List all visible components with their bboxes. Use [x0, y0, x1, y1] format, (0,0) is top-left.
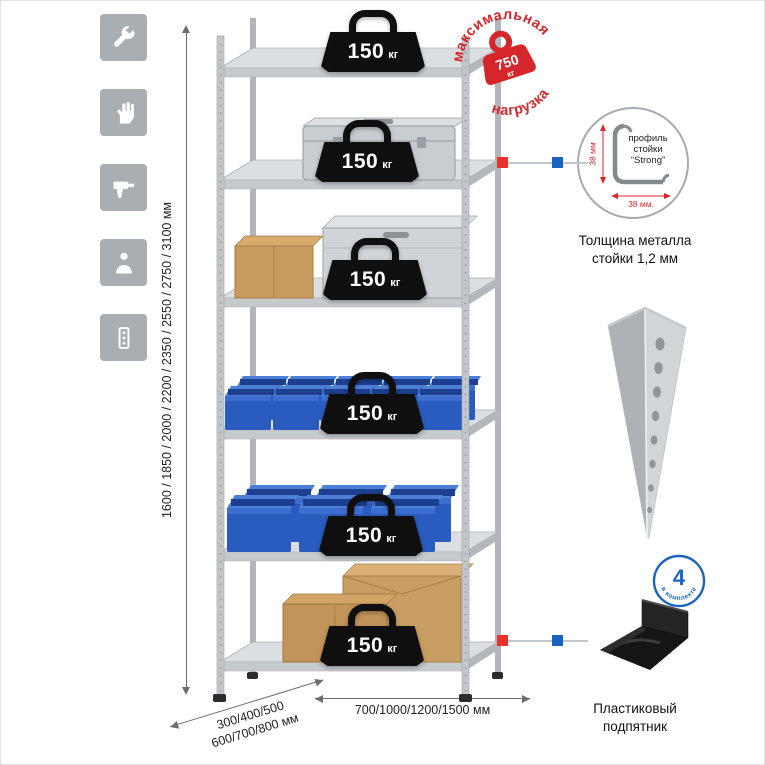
shelf-load-unit: кг: [382, 158, 393, 171]
tools-icon: [100, 14, 147, 61]
profile-dim-vertical: 38 мм: [588, 142, 598, 166]
angle-profile-drawing: [612, 123, 663, 185]
svg-text:нагрузка: нагрузка: [486, 83, 557, 126]
drill-icon: [100, 164, 147, 211]
rack-foot: [459, 694, 472, 702]
max-load-text-bottom: нагрузка: [486, 83, 557, 126]
cardboard-box: [234, 235, 324, 299]
height-dimension-label: 1600 / 1850 / 2000 / 2200 / 2350 / 2550 …: [160, 201, 174, 519]
shelf-load-value: 150: [347, 40, 385, 63]
front-post: [216, 35, 225, 697]
weight-handle-icon: [348, 604, 396, 628]
gloves-icon: [100, 89, 147, 136]
profile-label-1: профиль: [628, 133, 667, 144]
shelf-load-unit: кг: [386, 532, 397, 545]
callout-marker-red: [497, 635, 508, 646]
back-post: [495, 18, 501, 674]
kit-badge-number: 4: [673, 565, 686, 590]
shelf-load-value: 150: [345, 524, 383, 547]
profile-dim-horizontal: 38 мм.: [628, 199, 654, 209]
shelf-load-value: 150: [346, 402, 384, 425]
weight-handle-icon: [347, 494, 395, 518]
max-load-stamp: максимальная нагрузка 750 кг: [447, 4, 557, 126]
shelf-load-unit: кг: [388, 48, 399, 61]
callout-marker-blue: [552, 635, 563, 646]
rack-foot: [213, 694, 226, 702]
height-dimension-line: [182, 25, 190, 695]
shelf-load-unit: кг: [387, 642, 398, 655]
post-profile-icon: [100, 314, 147, 361]
corner-post-image: [607, 306, 687, 539]
weight-handle-icon: [349, 10, 397, 34]
profile-label-2: стойки: [633, 144, 662, 155]
rack-foot: [492, 672, 503, 679]
profile-label-3: “Strong”: [631, 155, 665, 166]
callout-marker-blue: [552, 157, 563, 168]
profile-detail-circle: 38 мм 38 мм. профиль стойки “Strong”: [577, 107, 689, 219]
shelf-load-unit: кг: [387, 410, 398, 423]
plastic-foot-caption: Пластиковый подпятник: [593, 701, 677, 735]
shelf-load-value: 150: [341, 150, 379, 173]
width-dimension-label: 700/1000/1200/1500 мм: [354, 703, 491, 717]
kit-count-badge: в комплекте 4: [652, 554, 706, 608]
shelf-load-value: 150: [349, 268, 387, 291]
width-dimension-line: [315, 694, 530, 703]
max-load-unit: кг: [506, 68, 516, 79]
thickness-caption: Толщина металла стойки 1,2 мм: [578, 233, 692, 267]
weight-handle-icon: [351, 238, 399, 262]
callout-line-profile: [506, 162, 588, 164]
back-post: [250, 18, 256, 674]
person-icon: [100, 239, 147, 286]
shelf-load-unit: кг: [390, 276, 401, 289]
width-dimension: 700/1000/1200/1500 мм: [315, 694, 530, 717]
weight-handle-icon: [343, 120, 391, 144]
front-post: [461, 35, 470, 697]
rack-foot: [247, 672, 258, 679]
callout-marker-red: [497, 157, 508, 168]
callout-line-foot: [506, 640, 588, 642]
shelf-load-value: 150: [346, 634, 384, 657]
plastic-foot-image: [600, 599, 689, 670]
weight-handle-icon: [348, 372, 396, 396]
weight-body-icon: [482, 44, 536, 86]
max-load-value: 750: [493, 51, 520, 74]
